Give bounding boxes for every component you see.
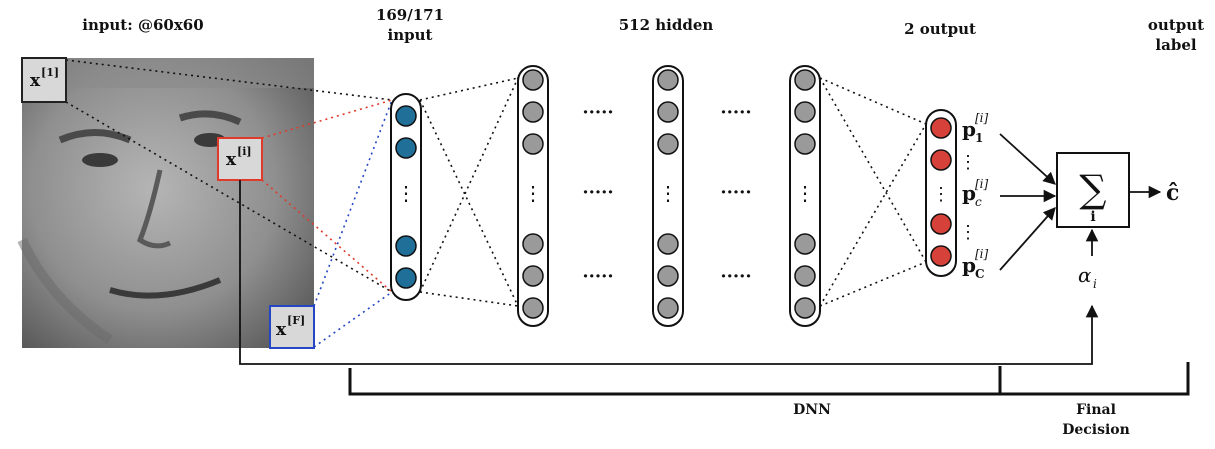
output-node <box>930 149 952 171</box>
patch-ith: x [i] <box>217 137 263 181</box>
hidden-node <box>522 133 544 155</box>
hidden-layer-1-vdots: ⋮ <box>523 181 543 205</box>
output-labels-vdots: ⋮ <box>959 222 977 243</box>
hidden-node <box>657 69 679 91</box>
patch-last-sup: [F] <box>287 314 305 327</box>
output-layer-vdots: ⋮ <box>932 184 950 205</box>
input-node <box>395 105 417 127</box>
p1-sub: 1 <box>975 131 983 145</box>
input-node <box>395 137 417 159</box>
hidden-layer-3-vdots: ⋮ <box>795 181 815 205</box>
ellipsis-h: ····· <box>720 266 751 287</box>
pc-sub: c <box>975 195 982 209</box>
output-layer: ⋮ <box>925 109 957 277</box>
p1-base: p <box>962 117 976 141</box>
pc-sup: [i] <box>975 177 989 191</box>
hidden-layer-1: ⋮ <box>517 65 549 327</box>
output-labels-vdots: ⋮ <box>959 152 977 173</box>
pC-sub: C <box>975 267 985 281</box>
pc-base: p <box>962 181 976 205</box>
sum-input-arrows <box>999 133 1057 271</box>
pC-sup: [i] <box>975 247 989 261</box>
input-node <box>395 235 417 257</box>
layer-connections <box>419 77 927 307</box>
patch-first: x [1] <box>21 57 67 103</box>
patch-ith-base: x <box>226 150 237 170</box>
hidden-node <box>657 133 679 155</box>
final-decision-label-line2: Decision <box>1062 422 1130 438</box>
output-label-header-line1: output <box>1148 16 1204 34</box>
input-layer-header-line1: 169/171 <box>376 6 444 24</box>
patch-to-decision-path <box>239 180 1099 365</box>
hidden-node <box>522 265 544 287</box>
alpha-sub: i <box>1093 277 1097 291</box>
pC-base: p <box>962 253 976 277</box>
hidden-node <box>522 233 544 255</box>
output-label-c-hat: ĉ <box>1166 180 1179 206</box>
output-label-header-line2: label <box>1155 36 1196 54</box>
hidden-layer-2: ⋮ <box>652 65 684 327</box>
hidden-node <box>794 101 816 123</box>
input-layer: ⋮ <box>390 93 422 301</box>
patch-first-sup: [1] <box>41 66 59 79</box>
hidden-ellipses: ····· ····· ····· ····· ····· ····· <box>582 102 751 287</box>
hidden-node <box>794 69 816 91</box>
face-image <box>17 58 314 348</box>
hidden-node <box>657 233 679 255</box>
p1-sup: [i] <box>975 111 989 125</box>
hidden-node <box>794 233 816 255</box>
dnn-label: DNN <box>793 402 831 418</box>
hidden-node <box>522 69 544 91</box>
hidden-node <box>657 265 679 287</box>
output-labels: p [i] 1 ⋮ p [i] c ⋮ p [i] C <box>959 111 989 281</box>
final-decision-label-line1: Final <box>1076 402 1116 418</box>
output-node <box>930 117 952 139</box>
hidden-node <box>794 297 816 319</box>
bottom-brackets <box>348 362 1190 396</box>
output-node <box>930 245 952 267</box>
hidden-node <box>522 101 544 123</box>
input-layer-vdots: ⋮ <box>396 181 416 205</box>
ellipsis-h: ····· <box>720 182 751 203</box>
patch-connections <box>65 59 393 348</box>
patch-ith-sup: [i] <box>237 145 252 158</box>
hidden-node <box>522 297 544 319</box>
hidden-node <box>657 101 679 123</box>
input-layer-header-line2: input <box>388 26 433 44</box>
patch-last: x [F] <box>269 305 315 349</box>
patch-first-base: x <box>30 71 41 91</box>
output-node <box>930 213 952 235</box>
ellipsis-h: ····· <box>582 102 613 123</box>
hidden-layer-2-vdots: ⋮ <box>658 181 678 205</box>
input-node <box>395 267 417 289</box>
output-layer-header: 2 output <box>904 20 976 38</box>
hidden-layer-3: ⋮ <box>789 65 821 327</box>
sum-index: i <box>1090 209 1095 225</box>
ellipsis-h: ····· <box>582 266 613 287</box>
hidden-node <box>794 133 816 155</box>
patch-last-base: x <box>276 320 287 340</box>
ellipsis-h: ····· <box>720 102 751 123</box>
alpha-base: α <box>1078 263 1092 287</box>
hidden-node <box>657 297 679 319</box>
summation-box: ∑ i <box>1056 152 1130 228</box>
hidden-node <box>794 265 816 287</box>
ellipsis-h: ····· <box>582 182 613 203</box>
hidden-layers-header: 512 hidden <box>619 16 714 34</box>
input-image-header: input: @60x60 <box>82 16 203 34</box>
sum-symbol: ∑ <box>1079 167 1106 211</box>
